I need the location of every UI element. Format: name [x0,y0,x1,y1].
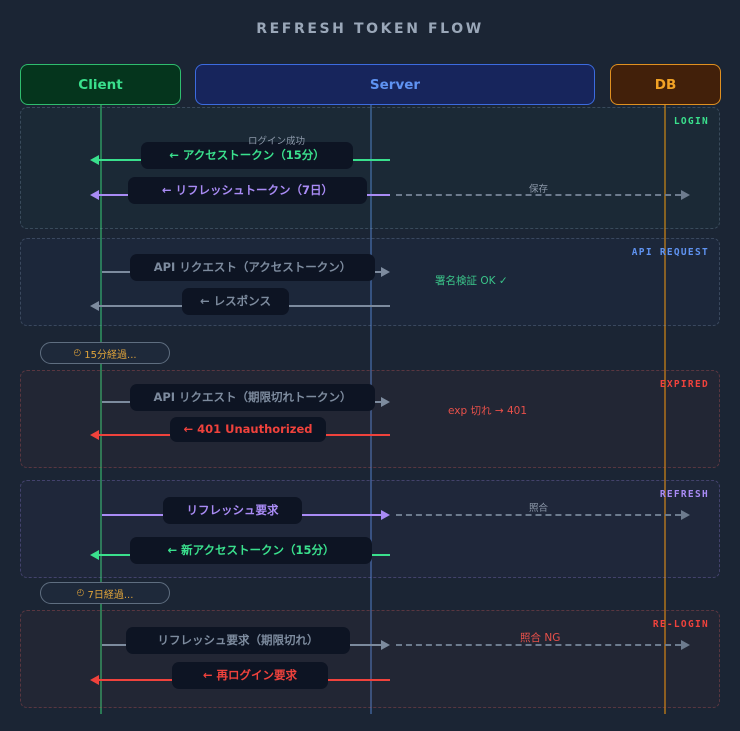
section-re-login: RE-LOGIN [20,610,720,708]
caption-refresh-0: 照合 [529,503,549,514]
actor-label: Server [369,76,421,93]
arrow-head-api-req-access [381,266,390,277]
section-refresh: REFRESH [20,480,720,578]
note-re-login-0: 照合 NG [520,632,561,644]
actor-box-client[interactable]: Client [20,64,181,105]
arrow-head-refresh-db-check [681,509,690,520]
arrow-head-relogin-db-check [681,639,690,650]
section-login: LOGIN [20,107,720,229]
arrow-line-relogin-db-check [396,644,681,646]
arrow-head-api-response [90,300,99,311]
section-label-refresh: REFRESH [659,489,709,500]
arrow-head-access-token [90,154,99,165]
arrow-head-db-save [681,189,690,200]
section-label-api-request: API REQUEST [631,247,709,258]
time-marker-label: 7日経過... [87,589,134,601]
section-label-expired: EXPIRED [659,379,709,390]
lifeline-db [664,105,666,714]
message-label-refresh-request[interactable]: リフレッシュ要求 [163,497,302,524]
arrow-head-refresh-token [90,189,99,200]
lifeline-client [100,105,102,714]
message-label-refresh-token[interactable]: ← リフレッシュトークン（7日） [128,177,367,204]
message-label-api-response[interactable]: ← レスポンス [182,288,289,315]
arrow-head-api-req-expired [381,396,390,407]
note-expired-0: exp 切れ → 401 [448,405,528,417]
actor-label: Client [78,76,123,93]
arrow-line-refresh-db-check [396,514,681,516]
time-marker-t7day[interactable]: ◴7日経過... [40,582,170,604]
arrow-head-unauthorized-401 [90,429,99,440]
arrow-head-refresh-request-expired [381,639,390,650]
caption-login-1: 保存 [529,184,549,195]
time-marker-label: 15分経過... [84,349,137,361]
clock-icon: ◴ [73,348,82,358]
actor-box-server[interactable]: Server [195,64,595,105]
section-label-re-login: RE-LOGIN [652,619,709,630]
message-label-new-access-token[interactable]: ← 新アクセストークン（15分） [130,537,372,564]
arrow-head-new-access-token [90,549,99,560]
message-label-refresh-request-expired[interactable]: リフレッシュ要求（期限切れ） [126,627,350,654]
time-marker-t15min[interactable]: ◴15分経過... [40,342,170,364]
arrow-head-relogin-required [90,674,99,685]
caption-login-0: ログイン成功 [248,136,306,147]
message-label-relogin-required[interactable]: ← 再ログイン要求 [172,662,328,689]
actor-label: DB [654,76,677,93]
arrow-head-refresh-request [381,509,390,520]
actor-box-db[interactable]: DB [610,64,721,105]
message-label-api-req-access[interactable]: API リクエスト（アクセストークン） [130,254,375,281]
section-api-request: API REQUEST [20,238,720,326]
message-label-access-token[interactable]: ← アクセストークン（15分） [141,142,353,169]
message-label-unauthorized-401[interactable]: ← 401 Unauthorized [170,417,326,442]
message-label-api-req-expired[interactable]: API リクエスト（期限切れトークン） [130,384,375,411]
clock-icon: ◴ [76,588,85,598]
page-title: REFRESH TOKEN FLOW [256,21,484,37]
section-label-login: LOGIN [673,116,709,127]
arrow-line-db-save [396,194,681,196]
note-api-request-0: 署名検証 OK ✓ [435,275,508,287]
